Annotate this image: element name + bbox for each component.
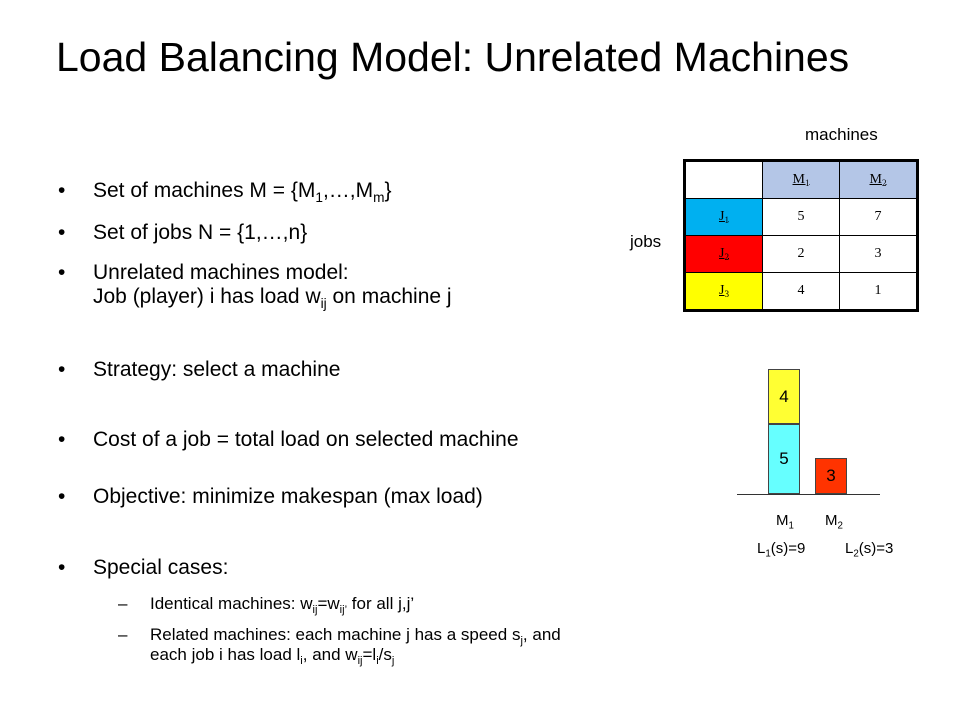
matrix-row-label-j3: J3 bbox=[684, 272, 763, 311]
bar-job2-on-m2: 3 bbox=[815, 458, 847, 494]
matrix-corner-cell bbox=[684, 160, 763, 199]
bar-job3-on-m1: 4 bbox=[768, 369, 800, 424]
matrix-cell: 4 bbox=[762, 272, 840, 311]
load-label-m2: L2(s)=3 bbox=[845, 540, 894, 560]
machine-label-m2: M2 bbox=[825, 512, 843, 532]
bullet-marker: • bbox=[58, 358, 66, 381]
matrix-cell: 7 bbox=[839, 198, 918, 236]
dash-marker: – bbox=[118, 594, 128, 613]
load-label-m1: L1(s)=9 bbox=[757, 540, 806, 560]
matrix-row-label-j2: J2 bbox=[684, 235, 763, 273]
bullet-marker: • bbox=[58, 485, 66, 508]
bar-job1-on-m1: 5 bbox=[768, 424, 800, 494]
matrix-header-m1: M1 bbox=[762, 160, 840, 199]
baseline-axis bbox=[737, 494, 880, 495]
matrix-row-label-j1: J1 bbox=[684, 198, 763, 236]
load-matrix: M1 M2 J1 5 7 J2 2 3 J3 4 1 bbox=[683, 159, 919, 312]
bullet-marker: • bbox=[58, 556, 66, 579]
slide-title: Load Balancing Model: Unrelated Machines bbox=[56, 34, 850, 80]
matrix-header-m2: M2 bbox=[839, 160, 918, 199]
machines-label: machines bbox=[805, 125, 878, 144]
matrix-cell: 3 bbox=[839, 235, 918, 273]
matrix-row-j3: J3 4 1 bbox=[684, 272, 918, 311]
matrix-cell: 5 bbox=[762, 198, 840, 236]
jobs-label: jobs bbox=[630, 232, 662, 251]
bullet-marker: • bbox=[58, 261, 66, 284]
bullet-marker: • bbox=[58, 179, 66, 202]
matrix-row-j2: J2 2 3 bbox=[684, 235, 918, 273]
machine-label-m1: M1 bbox=[776, 512, 794, 532]
dash-marker: – bbox=[118, 625, 128, 644]
matrix-cell: 2 bbox=[762, 235, 840, 273]
bullet-marker: • bbox=[58, 221, 66, 244]
matrix-cell: 1 bbox=[839, 272, 918, 311]
matrix-header-row: M1 M2 bbox=[684, 160, 918, 199]
bullet-marker: • bbox=[58, 428, 66, 451]
matrix-row-j1: J1 5 7 bbox=[684, 198, 918, 236]
